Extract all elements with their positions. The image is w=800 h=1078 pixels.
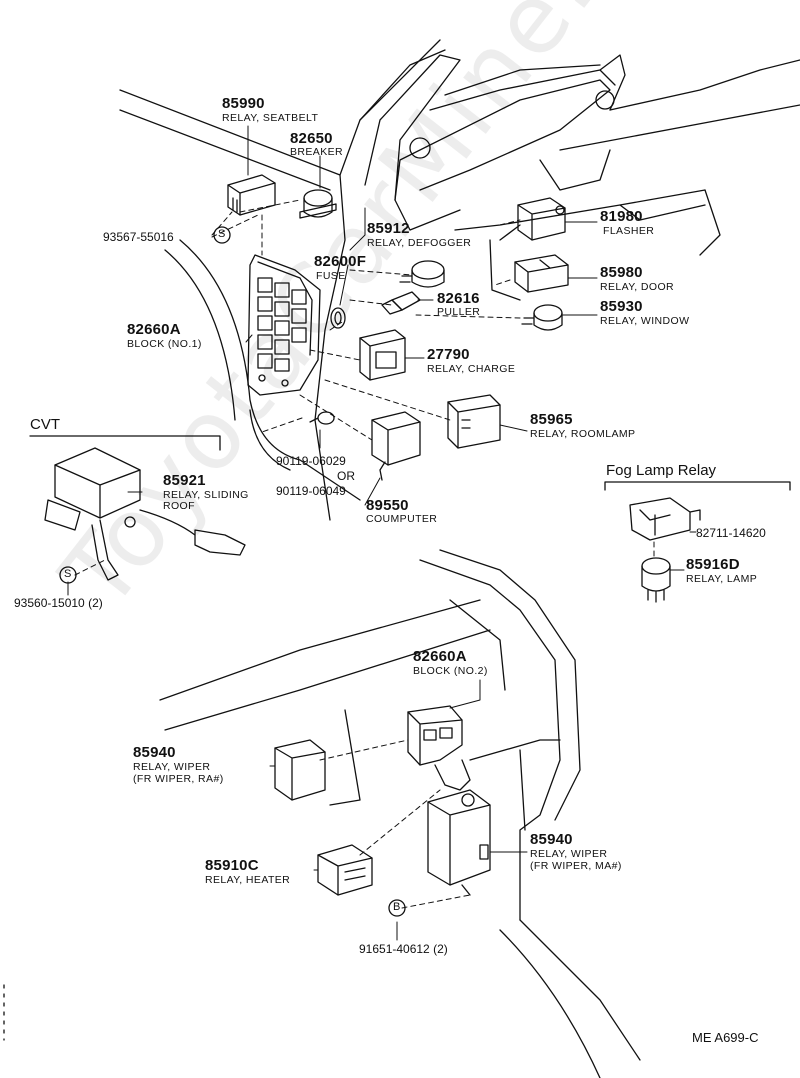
part-desc-85990: RELAY, SEATBELT [222, 112, 319, 124]
fog-lamp-relay-bracket-drawing [629, 497, 701, 541]
part-number-93560-15010[interactable]: 93560-15010 (2) [14, 596, 103, 610]
part-number-82600F[interactable]: 82600F [314, 253, 367, 270]
part-number-27790[interactable]: 27790 [427, 346, 470, 363]
symbol-circle-s1 [213, 226, 231, 244]
defogger-relay-drawing [399, 260, 445, 288]
part-number-82650[interactable]: 82650 [290, 130, 333, 147]
part-desc-85940-ma-line1: RELAY, WIPER [530, 848, 608, 860]
part-desc-85921-line2: ROOF [163, 500, 195, 512]
part-desc-81980: FLASHER [603, 225, 655, 237]
section-fog-lamp-relay: Fog Lamp Relay [606, 462, 717, 479]
part-number-85965[interactable]: 85965 [530, 411, 573, 428]
part-number-85980[interactable]: 85980 [600, 264, 643, 281]
symbol-b-label: B [393, 901, 401, 913]
fuse-drawing [330, 307, 346, 329]
charge-relay-drawing [359, 329, 406, 381]
part-number-91651-40612[interactable]: 91651-40612 (2) [359, 942, 448, 956]
kick-panel-outline [159, 549, 641, 1078]
section-cvt: CVT [30, 416, 60, 433]
door-relay-drawing [514, 254, 569, 293]
part-number-85916D[interactable]: 85916D [686, 556, 740, 573]
part-number-89550[interactable]: 89550 [366, 497, 409, 514]
part-number-82660A-no1[interactable]: 82660A [127, 321, 181, 338]
part-number-85912[interactable]: 85912 [367, 220, 410, 237]
part-number-85990[interactable]: 85990 [222, 95, 265, 112]
screw-drawing [309, 411, 335, 425]
part-number-81980[interactable]: 81980 [600, 208, 643, 225]
part-desc-85980: RELAY, DOOR [600, 281, 675, 293]
breaker-drawing [299, 189, 337, 219]
part-number-85910C[interactable]: 85910C [205, 857, 259, 874]
part-desc-85940-ra-line1: RELAY, WIPER [133, 761, 211, 773]
or-label: OR [337, 469, 355, 483]
part-desc-82660A-no2: BLOCK (NO.2) [413, 665, 488, 677]
lamp-relay-drawing [641, 557, 671, 603]
assembly-dash-lines [74, 199, 655, 909]
roomlamp-relay-drawing [447, 394, 501, 449]
part-desc-85921-line1: RELAY, SLIDING [163, 489, 249, 501]
leader-lines [67, 125, 697, 941]
seatbelt-relay-drawing [227, 174, 276, 216]
part-desc-82650: BREAKER [290, 146, 343, 158]
part-desc-82616: PULLER [437, 306, 481, 318]
flasher-drawing [517, 197, 566, 241]
heater-relay-drawing [317, 844, 373, 896]
symbol-s-label-2: S [64, 568, 72, 580]
part-desc-27790: RELAY, CHARGE [427, 363, 516, 375]
part-desc-85940-ra-line2: (FR WIPER, RA#) [133, 773, 224, 785]
part-desc-85930: RELAY, WINDOW [600, 315, 690, 327]
part-desc-82600F: FUSE [316, 270, 346, 282]
part-desc-89550: COUMPUTER [366, 513, 438, 525]
symbol-circle-s2 [59, 566, 77, 584]
part-desc-85940-ma-line2: (FR WIPER, MA#) [530, 860, 622, 872]
part-desc-85912: RELAY, DEFOGGER [367, 237, 472, 249]
symbol-s-label-1: S [218, 228, 226, 240]
computer-drawing [371, 411, 421, 481]
part-number-82660A-no2[interactable]: 82660A [413, 648, 467, 665]
part-number-90119-06049[interactable]: 90119-06049 [276, 484, 346, 498]
cvt-bracket [29, 435, 221, 451]
part-number-85940-ma[interactable]: 85940 [530, 831, 573, 848]
wiper-relay-ma-drawing [427, 789, 491, 896]
part-desc-82660A-no1: BLOCK (NO.1) [127, 338, 202, 350]
fog-lamp-bracket [604, 481, 791, 491]
part-number-85930[interactable]: 85930 [600, 298, 643, 315]
part-number-93567-55016[interactable]: 93567-55016 [103, 230, 174, 244]
part-number-90119-06029[interactable]: 90119-06029 [276, 454, 346, 468]
window-relay-drawing [521, 304, 563, 331]
fuse-block-no1-drawing [247, 254, 321, 396]
symbol-circle-b [388, 899, 406, 917]
part-desc-85965: RELAY, ROOMLAMP [530, 428, 636, 440]
part-desc-85916D: RELAY, LAMP [686, 573, 758, 585]
wiper-relay-ra-drawing [274, 739, 326, 801]
dashboard-outline [119, 39, 800, 521]
fuse-block-no2-drawing [407, 705, 471, 791]
part-number-85921[interactable]: 85921 [163, 472, 206, 489]
part-number-85940-ra[interactable]: 85940 [133, 744, 176, 761]
diagram-code: ME A699-C [692, 1030, 759, 1045]
part-number-82711-14620[interactable]: 82711-14620 [696, 526, 766, 540]
part-desc-85910C: RELAY, HEATER [205, 874, 291, 886]
sliding-roof-relay-drawing [44, 447, 246, 581]
part-number-82616[interactable]: 82616 [437, 290, 480, 307]
